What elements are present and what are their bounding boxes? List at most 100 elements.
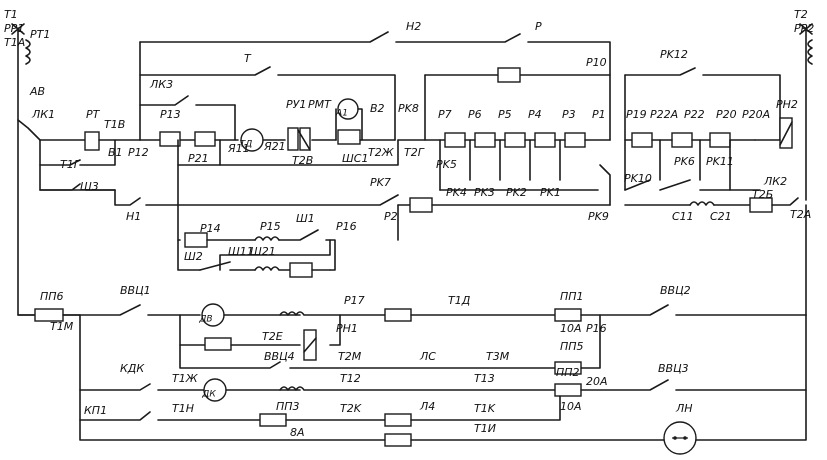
label-bbc3: BBЦ3: [658, 362, 689, 375]
label-t2b2: T2Б: [752, 188, 773, 201]
label-p22a: P22A: [650, 108, 678, 121]
label-bbc2: BBЦ2: [660, 284, 691, 297]
label-h1: H1: [126, 210, 141, 223]
label-p19: P19: [626, 108, 647, 121]
label-pp5: ПП5: [560, 340, 584, 353]
label-pp2b: ПП2: [556, 366, 580, 379]
label-dv: ДВ: [198, 315, 212, 325]
label-py1: PУ1: [286, 98, 306, 111]
label-pt1: PT1: [30, 28, 50, 41]
label-td: ТД: [240, 140, 253, 150]
label-bbc1: BBЦ1: [120, 284, 151, 297]
label-pk11: PK11: [706, 155, 734, 168]
label-ls: ЛС: [419, 350, 436, 363]
label-ya21: Я21: [263, 140, 286, 153]
label-pp1: PP1: [4, 22, 24, 35]
label-t1g: T1Г: [60, 158, 81, 171]
label-t1a: T1A: [4, 36, 25, 49]
relay-pt: [84, 131, 100, 151]
label-t2b: T2B: [292, 154, 313, 167]
label-ln: ЛН: [675, 402, 693, 415]
label-sh1b: Ш1: [296, 212, 315, 225]
label-t13: T13: [474, 372, 495, 385]
label-t2zh: T2Ж: [368, 146, 395, 159]
label-pk3: PK3: [474, 186, 495, 199]
label-p2: P2: [384, 210, 398, 223]
right-group: [624, 23, 813, 316]
label-ph1: PH1: [336, 322, 358, 335]
label-t1: T1: [4, 8, 18, 21]
label-t2a: T2A: [790, 208, 811, 221]
label-p1: P1: [592, 108, 606, 121]
label-pp6: ПП6: [40, 290, 64, 303]
label-kp1: КП1: [84, 404, 107, 417]
label-pk6: PK6: [674, 155, 695, 168]
label-c21: C21: [710, 210, 732, 223]
label-c11: C11: [672, 210, 694, 223]
label-p4: P4: [528, 108, 542, 121]
label-a20: 20A: [586, 375, 608, 388]
label-pk5: PK5: [436, 158, 457, 171]
label-pk1: PK1: [540, 186, 561, 199]
label-pk10: PK10: [624, 172, 652, 185]
label-t1d: T1Д: [448, 294, 471, 307]
label-p12: P12: [128, 146, 149, 159]
label-l4: Л4: [419, 400, 435, 413]
label-pk9: PK9: [588, 210, 609, 223]
label-ab: AB: [29, 85, 45, 98]
label-p7: P7: [438, 108, 452, 121]
label-a10b: 10A: [560, 400, 582, 413]
label-t1b: T1B: [104, 118, 125, 131]
label-pk7: PK7: [370, 176, 391, 189]
label-t2e: T2E: [262, 330, 283, 343]
label-pp2: PP2: [794, 22, 814, 35]
label-pk8: PK8: [398, 102, 419, 115]
label-t1zh: T1Ж: [172, 372, 199, 385]
label-p16b: P16: [586, 322, 607, 335]
label-ph2: PH2: [776, 98, 798, 111]
label-a1: A1: [335, 109, 348, 119]
label-p22: P22: [684, 108, 705, 121]
label-a10: 10A: [560, 322, 582, 335]
label-lk3: ЛК3: [149, 78, 173, 91]
label-t2g: T2Г: [404, 146, 425, 159]
label-p: P: [535, 20, 542, 33]
label-pk2: PK2: [506, 186, 527, 199]
label-sh21: Ш21: [250, 245, 276, 258]
label-pk4: PK4: [446, 186, 467, 199]
label-p10: P10: [586, 56, 607, 69]
label-pp1b: ПП1: [560, 290, 584, 303]
label-ya11: Я11: [227, 142, 250, 155]
label-b2: B2: [370, 102, 385, 115]
label-p14: P14: [200, 222, 221, 235]
resistor-chain: [397, 67, 611, 213]
label-pk12: PK12: [660, 48, 688, 61]
label-p5: P5: [498, 108, 512, 121]
label-h2: H2: [406, 20, 421, 33]
label-p6: P6: [468, 108, 482, 121]
label-t12: T12: [340, 372, 361, 385]
label-t2m: T2M: [338, 350, 362, 363]
label-p13: P13: [160, 108, 181, 121]
label-lk1: ЛК1: [31, 108, 55, 121]
label-t2k: T2K: [340, 402, 362, 415]
label-sh2: Ш2: [184, 250, 203, 263]
label-p20: P20: [716, 108, 737, 121]
label-t1k: T1K: [474, 402, 496, 415]
label-pp3: ПП3: [276, 400, 300, 413]
label-sh3: Ш3: [80, 180, 99, 193]
label-t1m: T1M: [50, 320, 74, 333]
label-p17: P17: [344, 294, 365, 307]
label-t: T: [244, 52, 252, 65]
power-rows: [17, 303, 807, 455]
label-t1h: T1H: [172, 402, 194, 415]
label-pmt: PMT: [308, 98, 332, 111]
shunt-group: [177, 164, 336, 278]
label-lk2: ЛК2: [763, 175, 787, 188]
label-kdk: КДК: [120, 362, 145, 375]
label-pt: PT: [86, 108, 101, 121]
label-p16a: P16: [336, 220, 357, 233]
label-p21: P21: [188, 152, 209, 165]
